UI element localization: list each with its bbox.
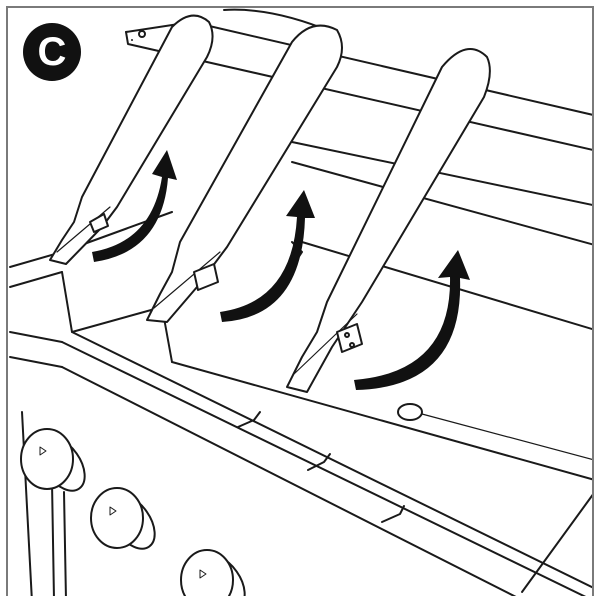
burner-tube-2	[146, 24, 343, 323]
igniter-hooks	[237, 411, 405, 523]
figure-frame	[6, 6, 594, 596]
gas-port	[397, 403, 423, 421]
knob-3	[180, 549, 246, 596]
arrow-3-icon	[354, 250, 470, 390]
grill-illustration	[9, 8, 592, 596]
burner-tube-1	[49, 14, 214, 265]
knob-2	[90, 487, 156, 550]
rotation-arrows	[92, 150, 470, 390]
step-label: C	[37, 30, 67, 74]
firebox-walls	[9, 141, 592, 596]
knob-1	[20, 428, 86, 492]
burner-tube-3	[286, 48, 491, 393]
control-knobs	[20, 428, 246, 596]
arrow-2-icon	[220, 190, 315, 322]
arrow-1-icon	[92, 150, 177, 262]
step-badge: C	[23, 23, 81, 81]
